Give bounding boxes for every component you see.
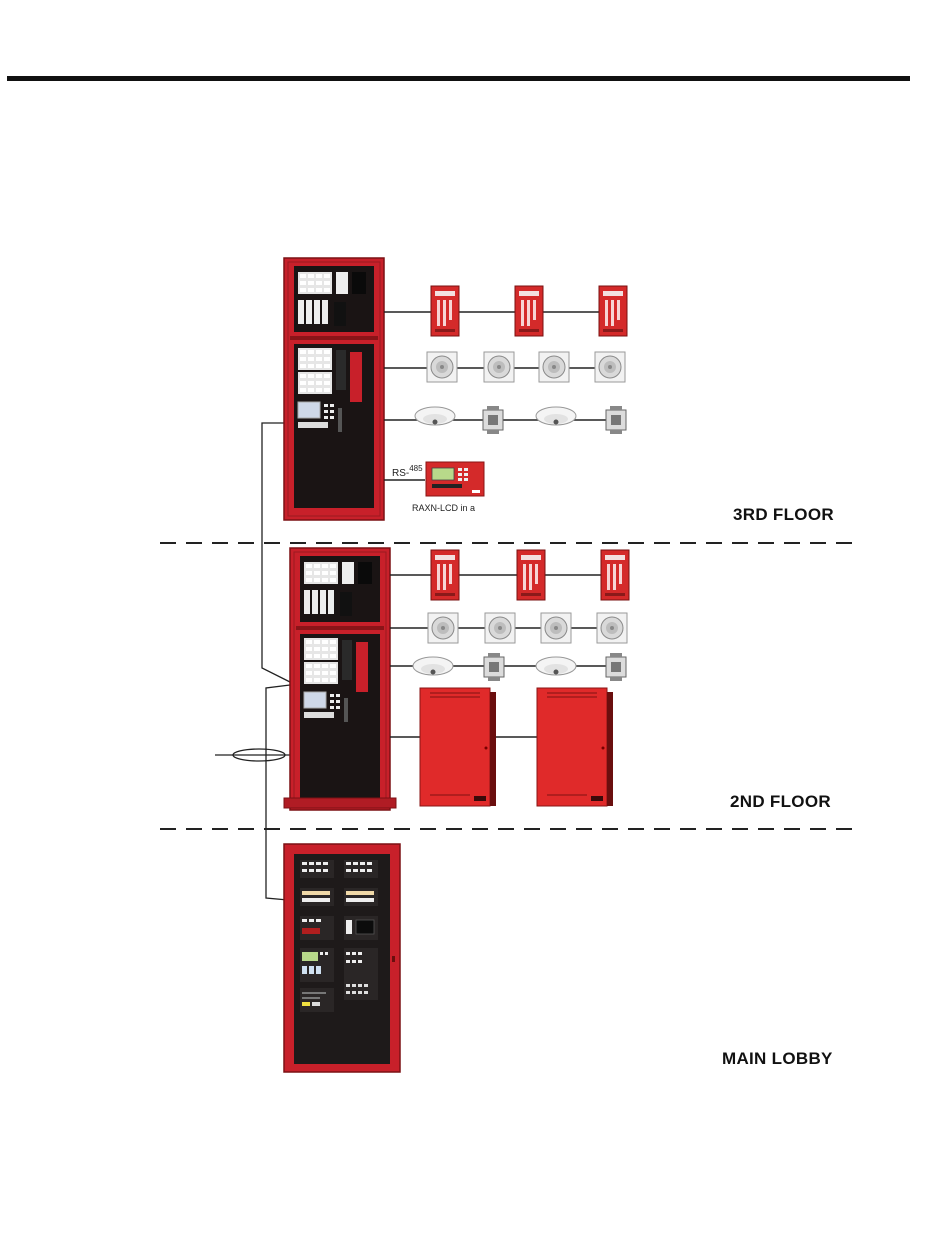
speaker-3rd-3 bbox=[539, 352, 569, 382]
speaker-3rd-2 bbox=[484, 352, 514, 382]
speaker-3rd-1 bbox=[427, 352, 457, 382]
speaker-2nd-3 bbox=[541, 613, 571, 643]
annunciator-caption: RAXN-LCD in a bbox=[412, 503, 475, 513]
pull-station-2nd-3 bbox=[601, 550, 629, 600]
cabinet-3rd-floor bbox=[284, 258, 384, 520]
pull-station-2nd-1 bbox=[431, 550, 459, 600]
smoke-detector-2nd-2 bbox=[536, 657, 576, 675]
speaker-2nd-1 bbox=[428, 613, 458, 643]
pull-station-3rd-3 bbox=[599, 286, 627, 336]
rs485-label: RS-485 bbox=[392, 464, 423, 479]
circuits-3rd-floor bbox=[384, 312, 612, 480]
annunciator-raxn-lcd bbox=[426, 462, 484, 496]
cabinet-2nd-floor bbox=[284, 548, 396, 810]
smoke-detector-3rd-2 bbox=[536, 407, 576, 425]
power-supply-2nd-1 bbox=[420, 688, 496, 806]
module-2nd-2 bbox=[606, 653, 626, 681]
module-3rd-1 bbox=[483, 406, 503, 434]
pull-station-3rd-1 bbox=[431, 286, 459, 336]
module-3rd-2 bbox=[606, 406, 626, 434]
speaker-2nd-4 bbox=[597, 613, 627, 643]
pull-station-2nd-2 bbox=[517, 550, 545, 600]
smoke-detector-2nd-1 bbox=[413, 657, 453, 675]
speaker-3rd-4 bbox=[595, 352, 625, 382]
smoke-detector-3rd-1 bbox=[415, 407, 455, 425]
module-2nd-1 bbox=[484, 653, 504, 681]
lobby-control-panel bbox=[284, 844, 400, 1072]
pull-station-3rd-2 bbox=[515, 286, 543, 336]
speaker-2nd-2 bbox=[485, 613, 515, 643]
power-supply-2nd-2 bbox=[537, 688, 613, 806]
